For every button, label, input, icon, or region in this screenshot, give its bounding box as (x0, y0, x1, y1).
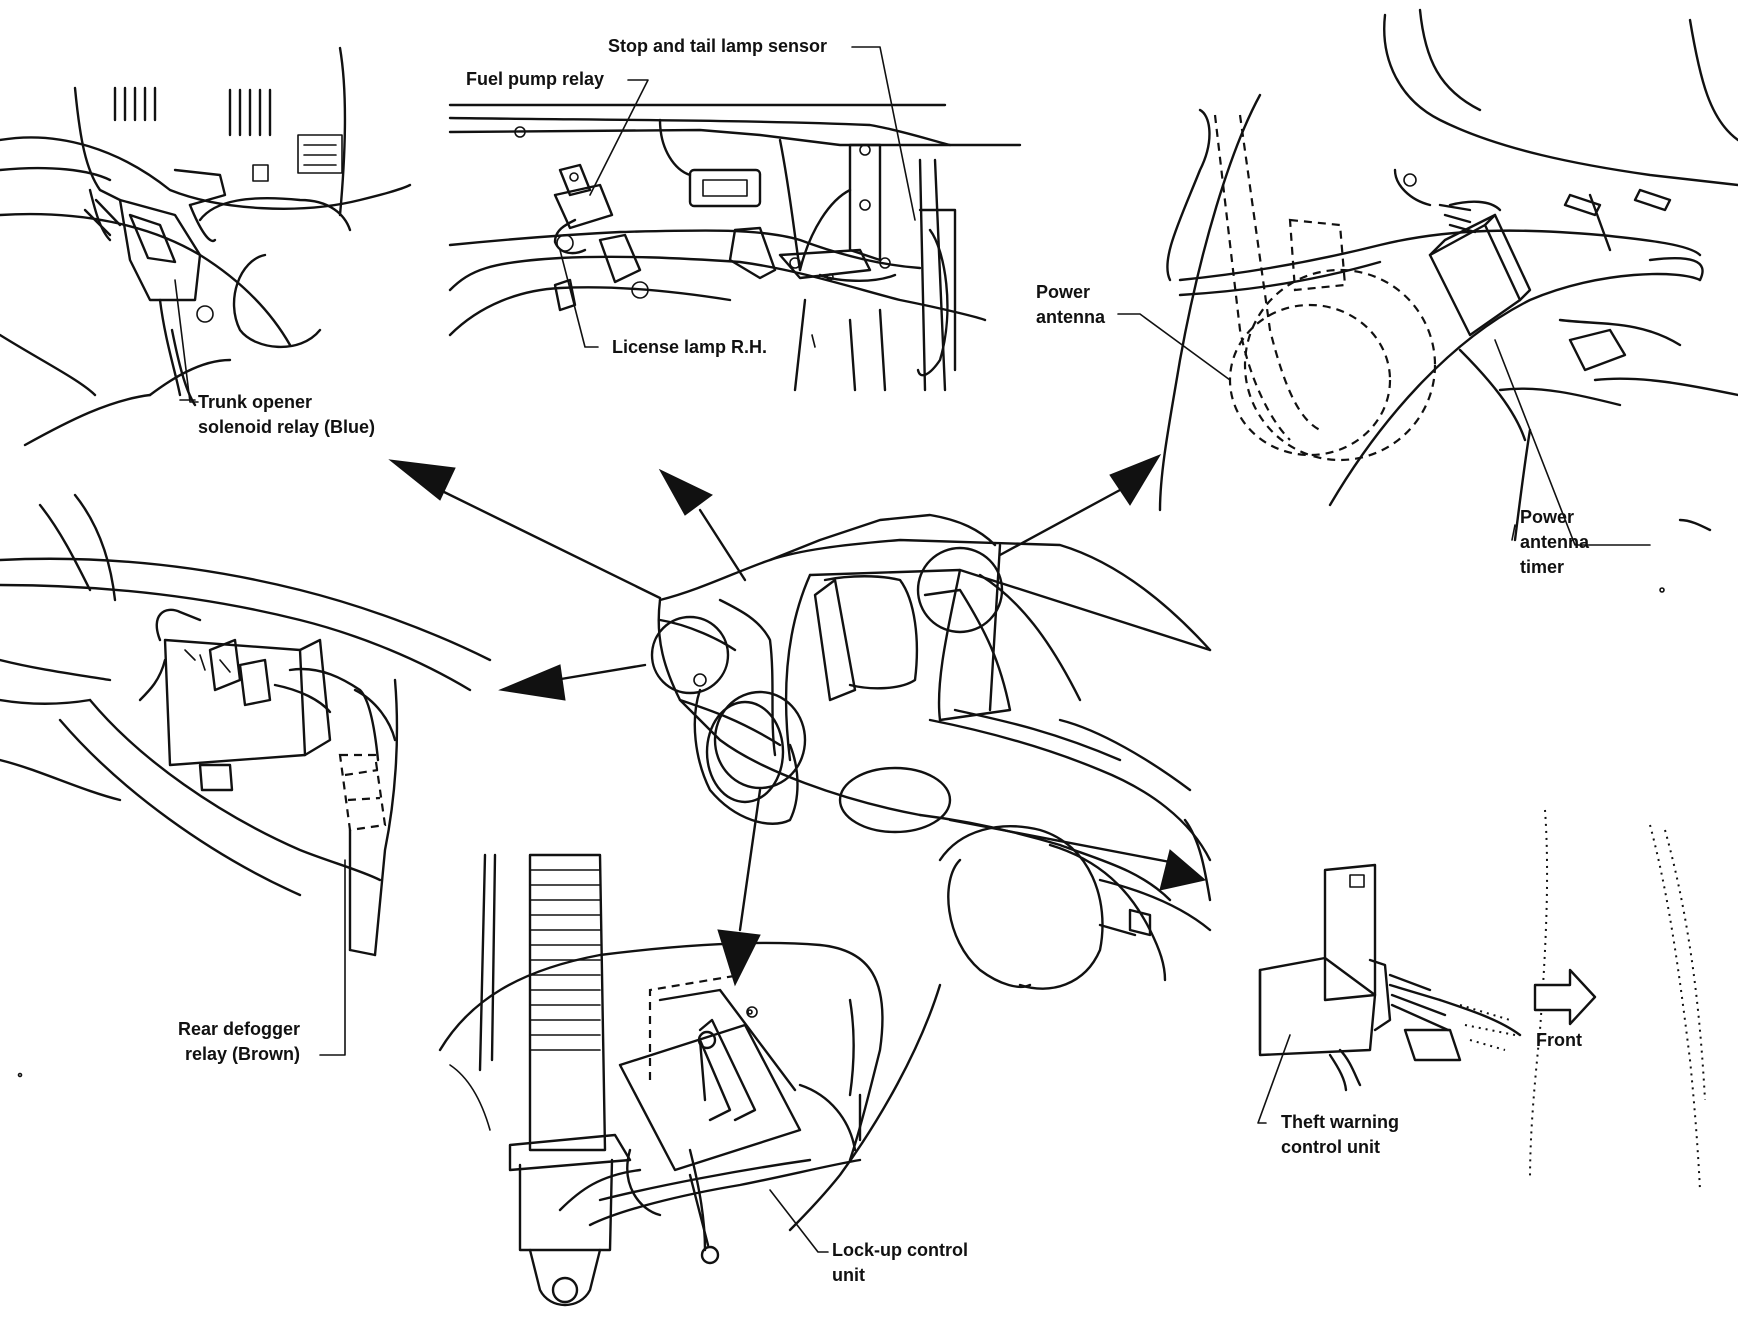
pointer-arrows (388, 453, 1207, 987)
inset-rear-defogger (0, 493, 492, 957)
label-license-lamp: License lamp R.H. (612, 337, 768, 357)
label-power-antenna-timer: Power antenna timer (1520, 507, 1590, 577)
inset-theft-warning (1258, 809, 1706, 1191)
label-rear-defogger-relay: Rear defogger relay (Brown) (178, 1019, 301, 1064)
callout-circle-lockup (713, 690, 807, 790)
label-stop-tail-lamp-sensor: Stop and tail lamp sensor (608, 36, 828, 56)
callout-ellipse-theft (838, 766, 952, 834)
inset-trunk-opener (0, 46, 412, 447)
callout-circle-antenna (916, 546, 1004, 634)
car-outline (657, 513, 1212, 990)
label-front: Front (1536, 1030, 1582, 1050)
leader-lines (174, 46, 1651, 1253)
label-fuel-pump-relay: Fuel pump relay (466, 69, 605, 89)
label-trunk-opener-relay: Trunk opener solenoid relay (Blue) (198, 392, 376, 437)
label-lockup-control-unit: Lock-up control unit (832, 1240, 968, 1285)
inset-lockup-unit (438, 853, 942, 1307)
callout-circle-trunk (650, 615, 730, 695)
inset-rear-panel (448, 103, 1022, 392)
arrow-right-icon (1533, 968, 1597, 1026)
inset-power-antenna (1158, 8, 1738, 542)
label-power-antenna: Power antenna (1036, 282, 1106, 327)
label-theft-warning-unit: Theft warning control unit (1281, 1112, 1399, 1157)
